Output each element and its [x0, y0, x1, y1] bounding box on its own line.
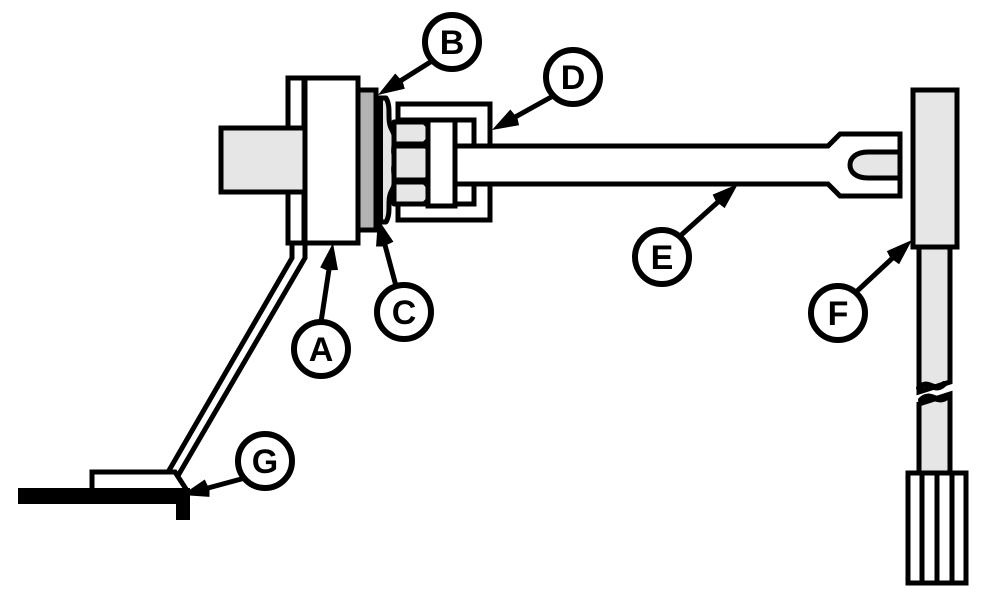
leader-line	[318, 268, 332, 323]
arrow-head-icon	[182, 479, 210, 497]
arrow-head-icon	[886, 240, 912, 265]
callout-label: B	[440, 24, 465, 62]
leader-line	[853, 255, 895, 295]
callout-f[interactable]: F	[808, 240, 912, 343]
break-line-symbol	[916, 381, 951, 403]
leader-line	[382, 243, 399, 287]
arrow-head-icon	[712, 184, 738, 209]
callout-a[interactable]: A	[291, 243, 351, 379]
nut-bracket	[391, 101, 493, 223]
callout-circle[interactable]	[235, 431, 295, 491]
arrow-head-icon	[492, 109, 520, 130]
callout-label: C	[392, 294, 417, 332]
callout-circle[interactable]	[632, 227, 692, 287]
lower-shaft	[916, 244, 953, 479]
leader-line	[206, 475, 246, 491]
callout-e[interactable]: E	[632, 184, 738, 287]
pedal-pad	[18, 469, 190, 520]
callout-layer: A B C D E F G	[182, 12, 912, 497]
callout-circle[interactable]	[374, 282, 434, 342]
callout-label: E	[651, 239, 674, 277]
callout-g[interactable]: G	[182, 431, 295, 497]
leader-line	[513, 93, 555, 120]
leader-line	[677, 199, 721, 239]
callout-b[interactable]: B	[378, 12, 482, 95]
callout-circle[interactable]	[422, 12, 482, 72]
callout-circle[interactable]	[808, 283, 868, 343]
callout-d[interactable]: D	[492, 47, 603, 130]
callout-circle[interactable]	[543, 47, 603, 107]
flat-washer	[355, 87, 379, 233]
mounting-plate	[910, 87, 960, 250]
callout-c[interactable]: C	[374, 219, 434, 342]
bracket-body	[302, 75, 361, 246]
callout-label: G	[252, 443, 278, 481]
ribbed-grip	[905, 470, 969, 586]
arrow-head-icon	[376, 219, 394, 247]
callout-label: D	[561, 59, 586, 97]
pushrod	[452, 131, 903, 199]
callout-circle[interactable]	[291, 319, 351, 379]
callout-label: F	[828, 295, 849, 333]
arrow-head-icon	[378, 73, 405, 95]
arrow-head-icon	[320, 243, 338, 271]
callout-label: A	[309, 331, 334, 369]
leader-line	[398, 58, 434, 84]
shaft-stub-block	[218, 125, 310, 195]
